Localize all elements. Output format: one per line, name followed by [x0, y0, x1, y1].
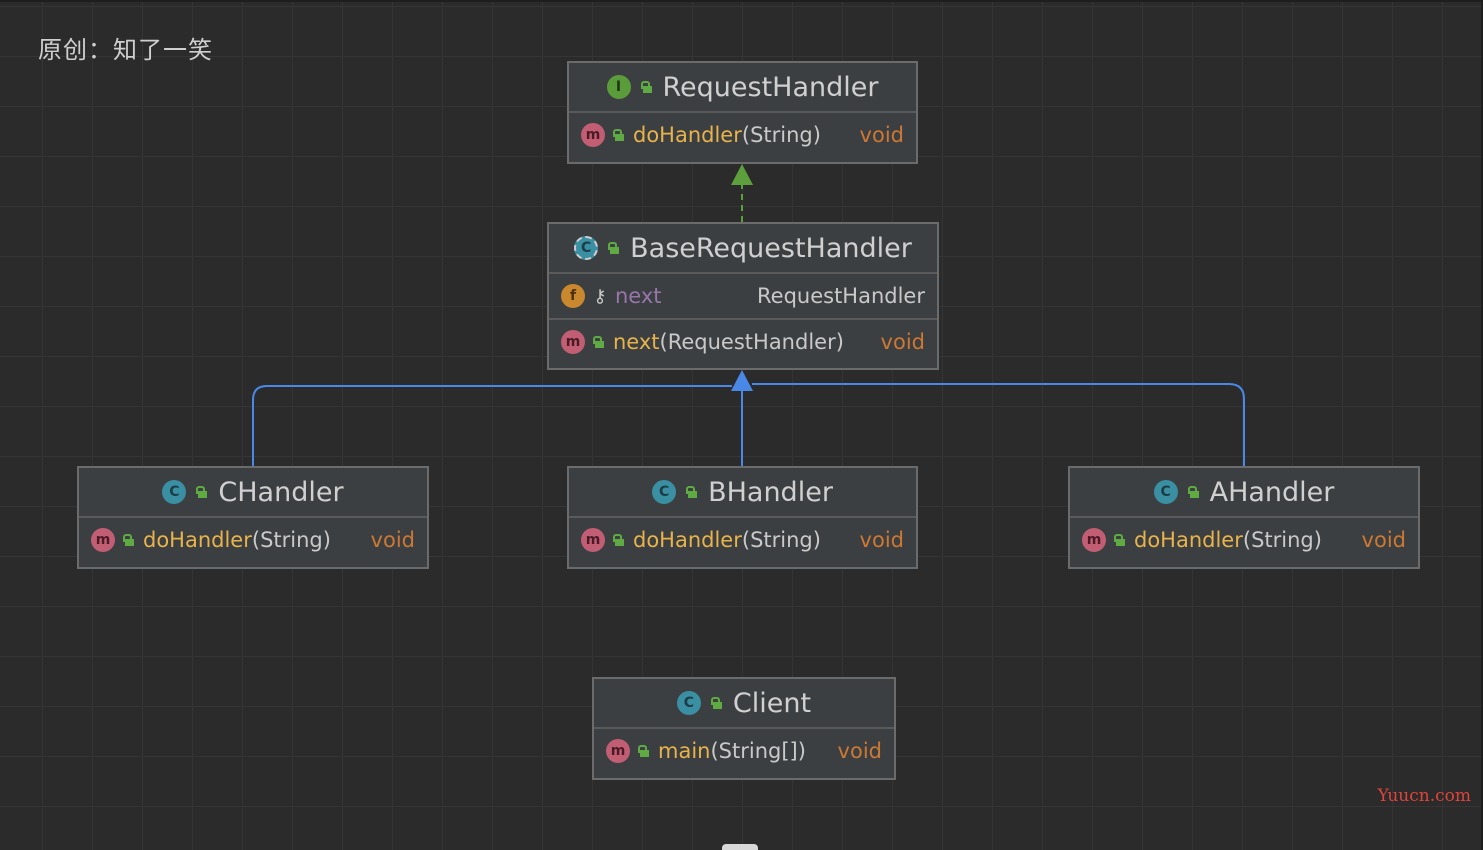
node-base-request-handler[interactable]: C BaseRequestHandler f ⚷ next RequestHan…	[547, 222, 939, 370]
public-lock-icon	[1114, 534, 1126, 546]
node-header: C CHandler	[79, 468, 427, 518]
public-lock-icon	[640, 81, 653, 93]
method-row[interactable]: m doHandler(String) void	[569, 113, 916, 157]
public-lock-icon	[196, 486, 208, 498]
public-lock-icon	[1187, 486, 1200, 498]
runnable-class-icon: C	[676, 691, 701, 715]
method-name: doHandler	[143, 528, 252, 552]
node-c-handler[interactable]: C CHandler m doHandler(String) void	[77, 466, 429, 569]
method-params: (String)	[251, 528, 331, 552]
method-return: void	[859, 528, 904, 552]
method-row[interactable]: m doHandler(String) void	[569, 518, 916, 562]
public-lock-icon	[593, 336, 605, 348]
public-lock-icon	[638, 745, 650, 757]
key-icon: ⚷	[593, 285, 607, 307]
method-params: (String)	[741, 528, 821, 552]
abstract-class-icon: C	[574, 236, 599, 260]
node-header: C Client	[594, 679, 894, 729]
scroll-indicator	[722, 844, 758, 850]
class-icon: C	[162, 480, 187, 504]
method-row[interactable]: m doHandler(String) void	[1070, 518, 1418, 562]
method-params: (String)	[1242, 528, 1322, 552]
node-request-handler[interactable]: I RequestHandler m doHandler(String) voi…	[567, 61, 918, 164]
right-border	[1481, 0, 1483, 850]
class-name: BHandler	[708, 476, 833, 508]
method-row[interactable]: m main(String[]) void	[594, 729, 894, 773]
method-name: doHandler	[633, 528, 742, 552]
method-params: (RequestHandler)	[659, 330, 844, 354]
method-row[interactable]: m next(RequestHandler) void	[549, 320, 937, 364]
method-row[interactable]: m doHandler(String) void	[79, 518, 427, 562]
method-name: doHandler	[633, 123, 742, 147]
method-name: next	[613, 330, 660, 354]
field-row[interactable]: f ⚷ next RequestHandler	[549, 274, 937, 320]
node-header: C BHandler	[569, 468, 916, 518]
class-name: RequestHandler	[662, 71, 879, 103]
static-method-icon: m	[606, 739, 630, 763]
class-icon: C	[652, 480, 677, 504]
public-lock-icon	[613, 534, 625, 546]
method-return: void	[837, 739, 882, 763]
class-icon: C	[1153, 480, 1178, 504]
site-watermark: Yuucn.com	[1377, 786, 1471, 806]
node-header: I RequestHandler	[569, 63, 916, 113]
method-return: void	[370, 528, 415, 552]
realization-arrowhead	[731, 164, 753, 185]
class-name: Client	[732, 687, 812, 719]
method-icon: m	[561, 330, 585, 354]
node-client[interactable]: C Client m main(String[]) void	[592, 677, 896, 780]
inheritance-edge-ahandler	[752, 383, 1245, 466]
top-border	[0, 0, 1483, 2]
node-a-handler[interactable]: C AHandler m doHandler(String) void	[1068, 466, 1420, 569]
node-b-handler[interactable]: C BHandler m doHandler(String) void	[567, 466, 918, 569]
method-icon: m	[581, 123, 605, 147]
field-icon: f	[561, 284, 585, 308]
method-return: void	[859, 123, 904, 147]
class-name: BaseRequestHandler	[630, 232, 912, 264]
author-watermark: 原创：知了一笑	[38, 36, 213, 64]
interface-icon: I	[606, 75, 631, 99]
public-lock-icon	[686, 486, 698, 498]
class-name: AHandler	[1209, 476, 1335, 508]
method-return: void	[880, 330, 925, 354]
node-header: C AHandler	[1070, 468, 1418, 518]
method-icon: m	[581, 528, 605, 552]
public-lock-icon	[613, 129, 625, 141]
inheritance-arrowhead	[731, 370, 753, 391]
method-params: (String[])	[710, 739, 806, 763]
public-lock-icon	[608, 242, 620, 254]
inheritance-edge-chandler	[252, 385, 732, 466]
field-type: RequestHandler	[757, 284, 925, 308]
method-return: void	[1361, 528, 1406, 552]
public-lock-icon	[123, 534, 135, 546]
method-name: main	[658, 739, 711, 763]
method-icon: m	[1082, 528, 1106, 552]
node-header: C BaseRequestHandler	[549, 224, 937, 274]
class-name: CHandler	[218, 476, 344, 508]
public-lock-icon	[710, 697, 723, 709]
method-name: doHandler	[1134, 528, 1243, 552]
method-params: (String)	[741, 123, 821, 147]
method-icon: m	[91, 528, 115, 552]
field-name: next	[615, 284, 662, 308]
